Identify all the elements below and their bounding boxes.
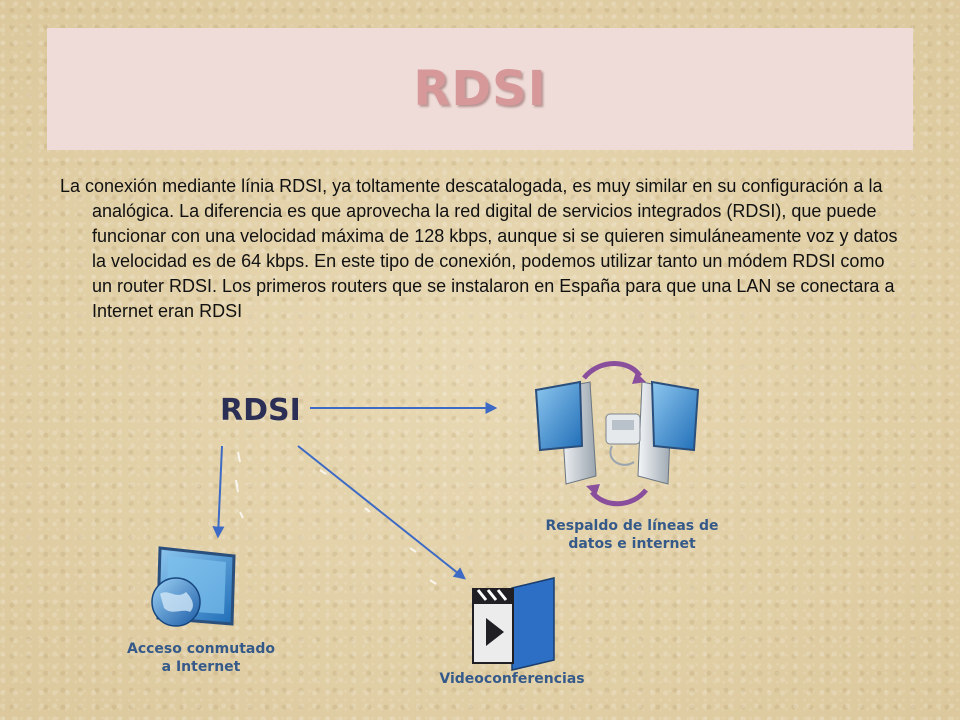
slide-body-text: La conexión mediante línia RDSI, ya tolt… — [60, 176, 898, 321]
speckle-decoration — [235, 451, 437, 585]
arrow-to-dialup — [212, 445, 225, 539]
caption-dialup: Acceso conmutado a Internet — [112, 640, 290, 676]
caption-backup: Respaldo de líneas de datos e internet — [532, 517, 732, 553]
caption-video: Videoconferencias — [439, 671, 585, 687]
video-clapper-icon — [472, 577, 555, 671]
caption-backup-line2: datos e internet — [568, 536, 696, 552]
diagram-center-label: RDSI — [220, 393, 301, 428]
arrow-to-video — [297, 445, 466, 580]
slide-title: RDSI — [413, 61, 547, 117]
caption-backup-line1: Respaldo de líneas de — [545, 518, 719, 534]
globe-monitor-icon — [151, 546, 236, 627]
two-computers-phone-icon — [534, 361, 700, 507]
caption-dialup-line1: Acceso conmutado — [127, 641, 275, 657]
title-bar: RDSI — [47, 28, 913, 150]
caption-dialup-line2: a Internet — [161, 659, 241, 675]
